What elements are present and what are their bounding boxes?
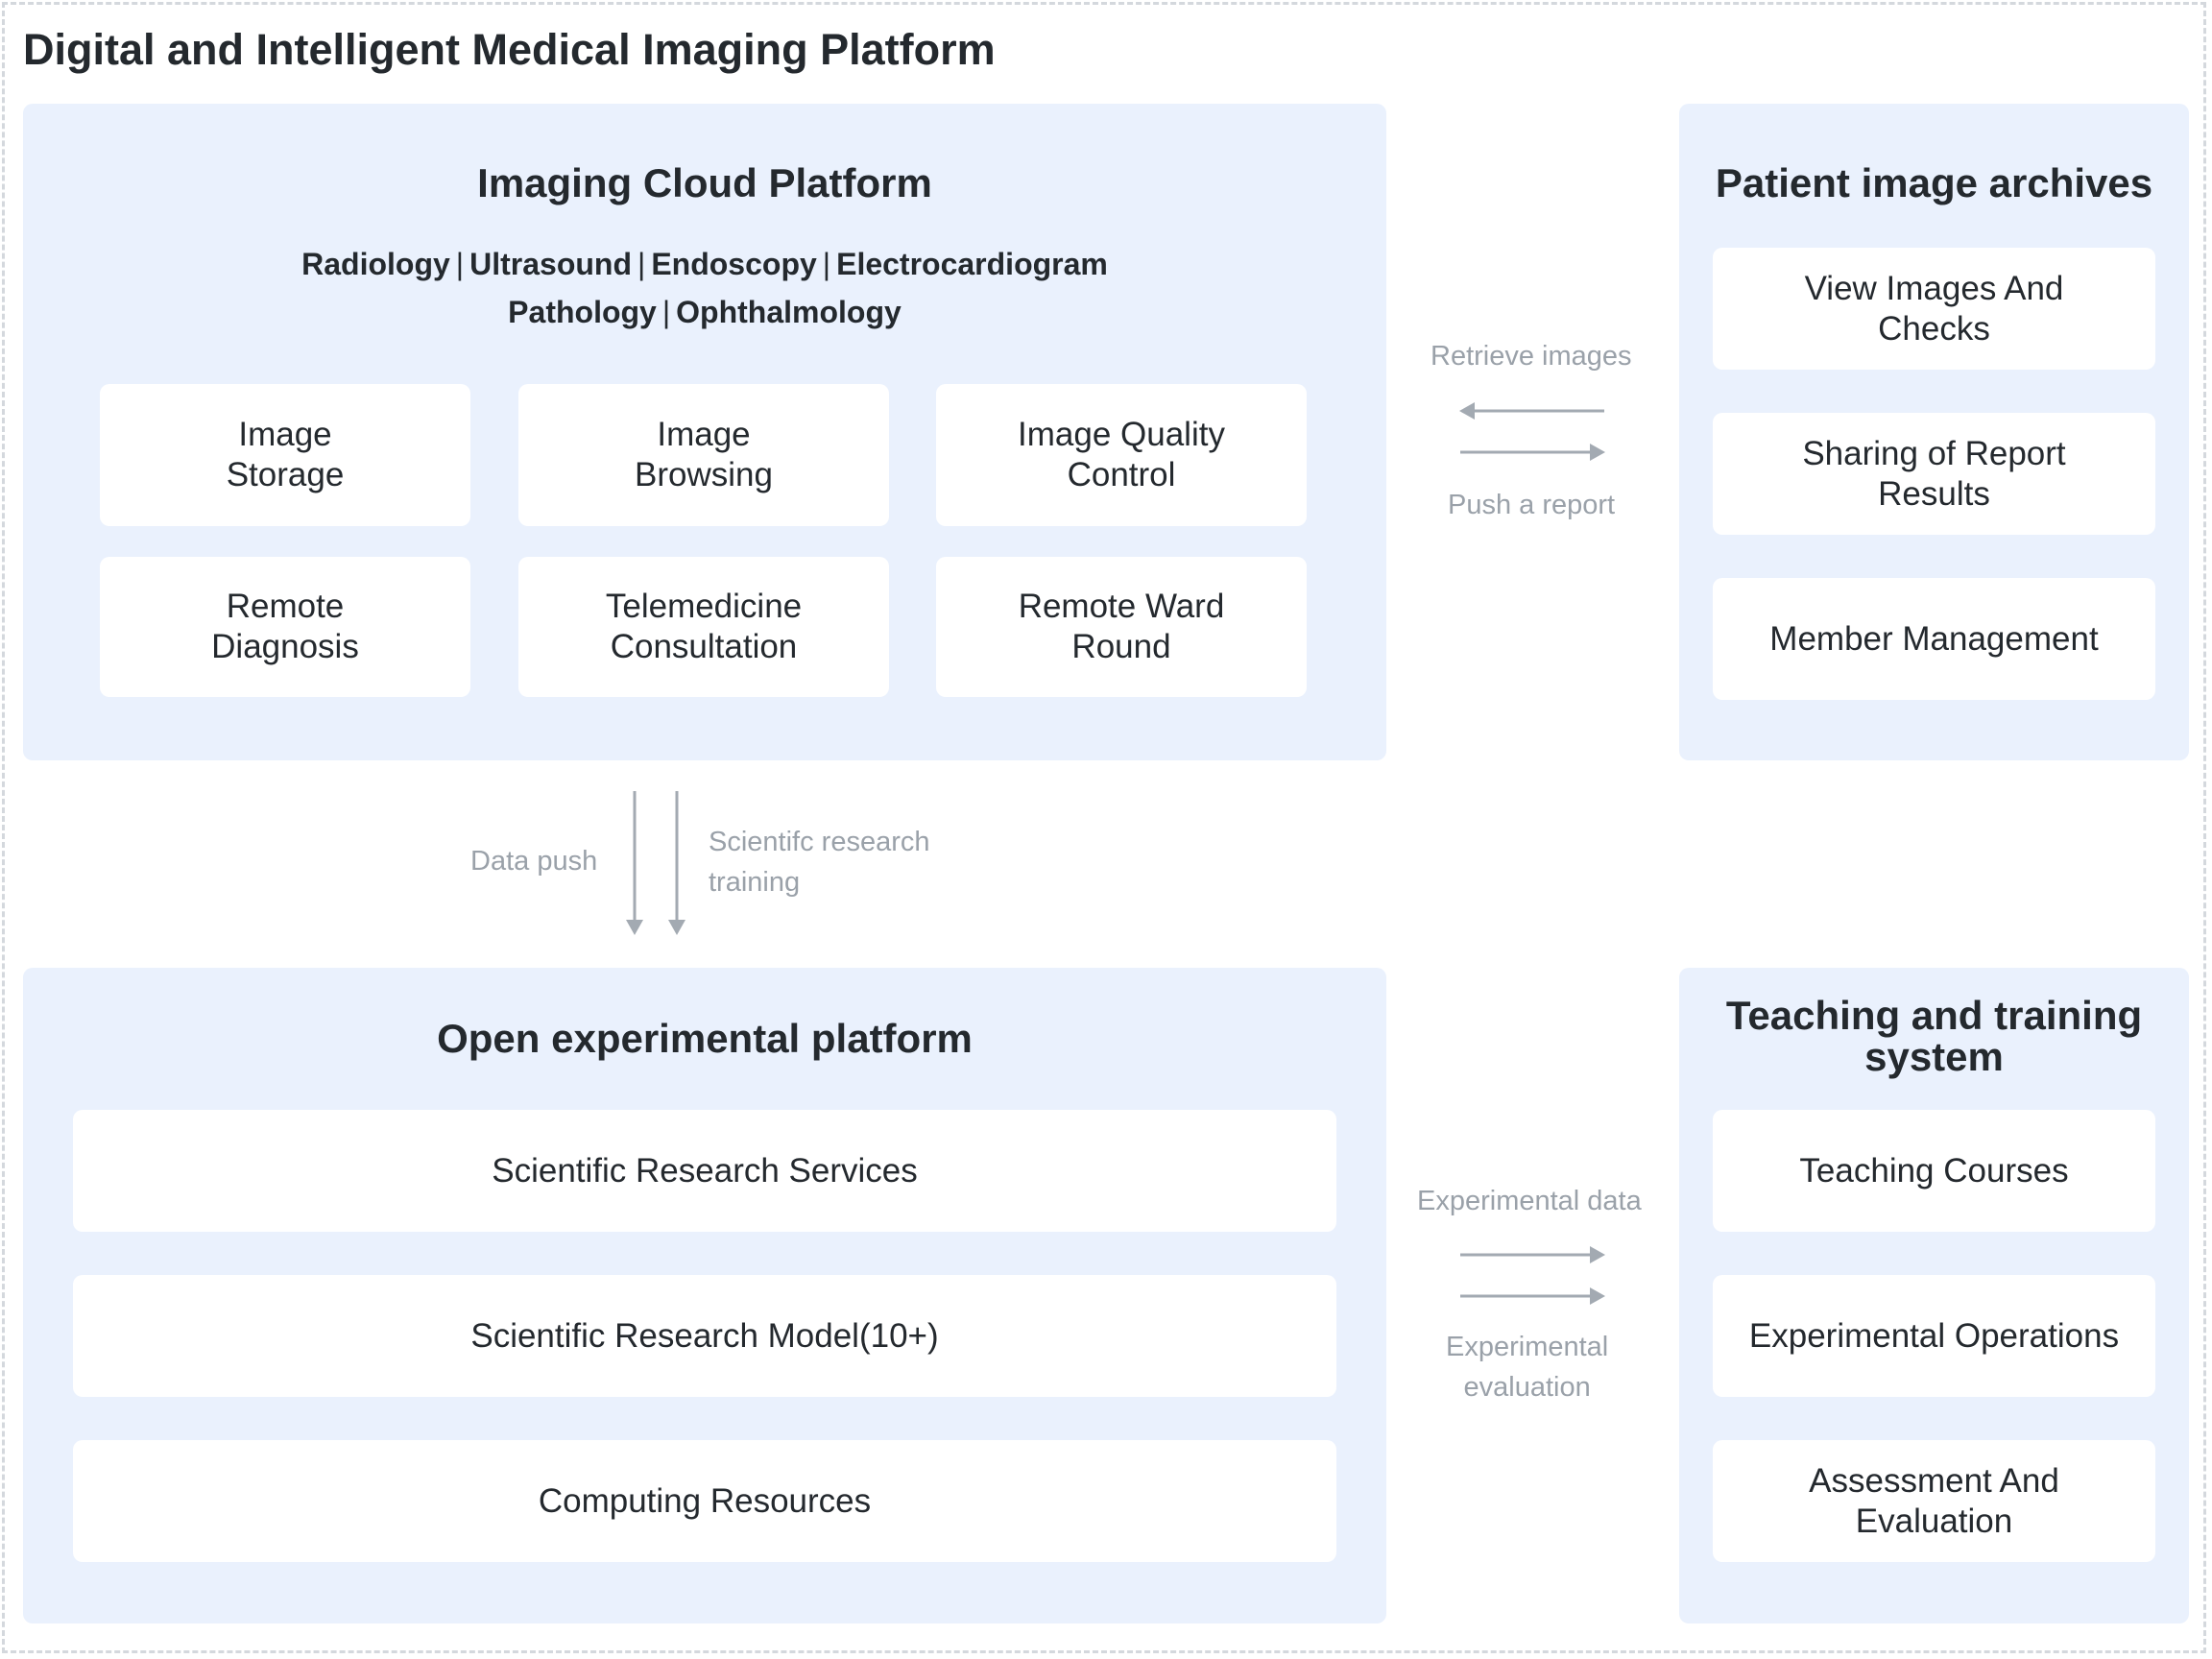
module-telemedicine-consultation: Telemedicine Consultation <box>518 557 889 697</box>
archive-view-images: View Images And Checks <box>1713 248 2155 370</box>
teaching-courses: Teaching Courses <box>1713 1110 2155 1232</box>
experimental-data-arrow <box>1460 1246 1605 1263</box>
open-platform-title: Open experimental platform <box>437 1016 973 1061</box>
data-push-label: Data push <box>470 846 598 877</box>
push-report-label: Push a report <box>1448 490 1616 520</box>
module-image-browsing: Image Browsing <box>518 384 889 526</box>
teaching-title: Teaching and training system <box>1725 993 2143 1079</box>
modality-separator: | <box>822 247 831 281</box>
module-remote-ward-round: Remote Ward Round <box>936 557 1307 697</box>
module-image-storage: Image Storage <box>100 384 470 526</box>
experimental-operations: Experimental Operations <box>1713 1275 2155 1397</box>
patient-archives-title: Patient image archives <box>1715 160 2153 205</box>
experimental-evaluation-label: Experimental evaluation <box>1446 1332 1609 1403</box>
modality-ultrasound: Ultrasound <box>469 247 632 281</box>
modality-line-2: Pathology|Ophthalmology <box>23 288 1386 336</box>
research-training-label: Scientifc research training <box>709 827 930 898</box>
modality-pathology: Pathology <box>508 295 657 329</box>
module-image-quality-control: Image Quality Control <box>936 384 1307 526</box>
experimental-evaluation-arrow <box>1460 1287 1605 1305</box>
retrieve-images-arrow <box>1459 402 1604 420</box>
module-remote-diagnosis: Remote Diagnosis <box>100 557 470 697</box>
imaging-cloud-title: Imaging Cloud Platform <box>477 160 932 205</box>
archive-sharing-report: Sharing of Report Results <box>1713 413 2155 535</box>
modality-list: Radiology|Ultrasound|Endoscopy|Electroca… <box>23 240 1386 336</box>
experimental-data-label: Experimental data <box>1417 1186 1642 1216</box>
patient-archives-panel: Patient image archives View Images And C… <box>1679 104 2189 760</box>
research-training-arrow <box>668 791 685 935</box>
modality-ophthalmology: Ophthalmology <box>676 295 902 329</box>
push-report-arrow <box>1460 444 1605 461</box>
archive-member-management: Member Management <box>1713 578 2155 700</box>
assessment-evaluation: Assessment And Evaluation <box>1713 1440 2155 1562</box>
research-model: Scientific Research Model(10+) <box>73 1275 1336 1397</box>
modality-line-1: Radiology|Ultrasound|Endoscopy|Electroca… <box>23 240 1386 288</box>
modality-separator: | <box>661 295 671 329</box>
modality-endoscopy: Endoscopy <box>651 247 817 281</box>
retrieve-images-label: Retrieve images <box>1431 341 1632 372</box>
page-title: Digital and Intelligent Medical Imaging … <box>23 25 996 74</box>
modality-separator: | <box>637 247 646 281</box>
imaging-cloud-panel: Imaging Cloud Platform Radiology|Ultraso… <box>23 104 1386 760</box>
modality-electrocardiogram: Electrocardiogram <box>836 247 1108 281</box>
open-platform-panel: Open experimental platform Scientific Re… <box>23 968 1386 1623</box>
modality-radiology: Radiology <box>301 247 450 281</box>
teaching-panel: Teaching and training system Teaching Co… <box>1679 968 2189 1623</box>
modality-separator: | <box>455 247 465 281</box>
data-push-arrow <box>626 791 643 935</box>
research-services: Scientific Research Services <box>73 1110 1336 1232</box>
computing-resources: Computing Resources <box>73 1440 1336 1562</box>
